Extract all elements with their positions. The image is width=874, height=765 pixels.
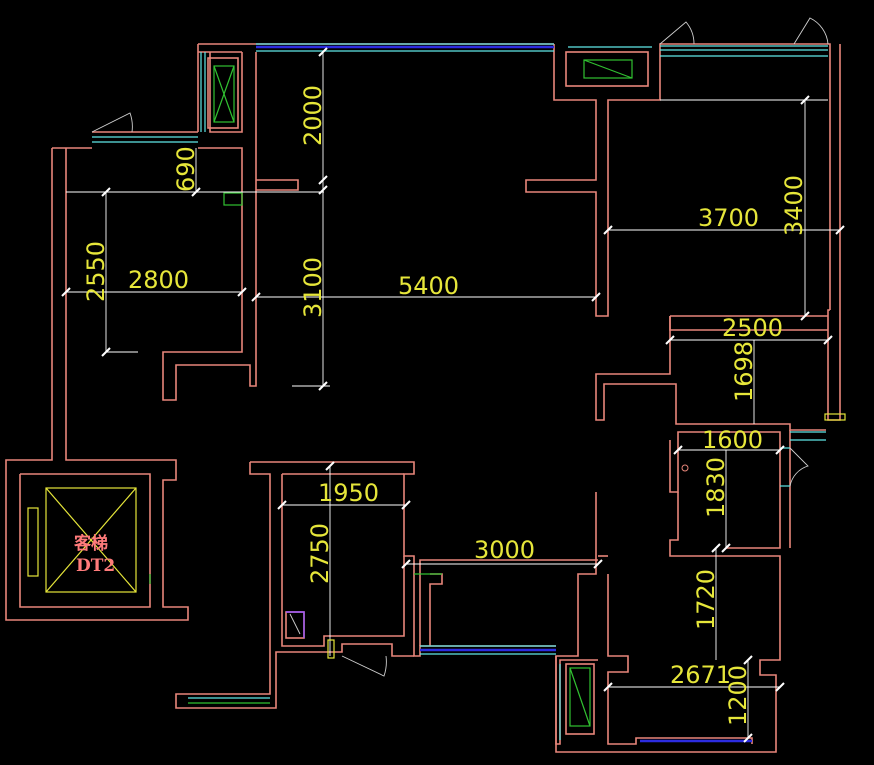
dim-label: 1200 — [724, 665, 752, 726]
dim-label: 3100 — [299, 257, 327, 318]
dim-label: 3400 — [780, 175, 808, 236]
dim-label: 2550 — [82, 241, 110, 302]
dimension-lines — [61, 47, 845, 743]
dim-label: 2750 — [306, 523, 334, 584]
fixtures — [327, 413, 846, 659]
dim-label: 690 — [172, 146, 200, 192]
elevator — [27, 487, 151, 593]
dim-label: 2000 — [299, 85, 327, 146]
dim-label: 3700 — [698, 204, 759, 232]
elevator-name: 客梯 — [73, 533, 108, 554]
dim-label: 1830 — [702, 457, 730, 518]
dim-label: 1720 — [692, 569, 720, 630]
dim-label: 3000 — [474, 536, 535, 564]
dim-label: 1698 — [730, 341, 758, 402]
walls — [5, 43, 841, 753]
dim-label: 1600 — [702, 426, 763, 454]
dim-label: 1950 — [318, 479, 379, 507]
windows — [92, 43, 828, 743]
elevator-label: 客梯 DT2 — [73, 533, 115, 576]
door-swings — [91, 17, 829, 677]
dim-label: 5400 — [398, 272, 459, 300]
dim-label: 2800 — [128, 266, 189, 294]
dim-label: 2671 — [670, 661, 731, 689]
dim-label: 2500 — [722, 314, 783, 342]
dimension-labels: 2000 3100 690 2550 2800 5400 3700 3400 2… — [82, 85, 808, 726]
elevator-code: DT2 — [76, 556, 115, 576]
shaft-marks — [213, 59, 633, 727]
